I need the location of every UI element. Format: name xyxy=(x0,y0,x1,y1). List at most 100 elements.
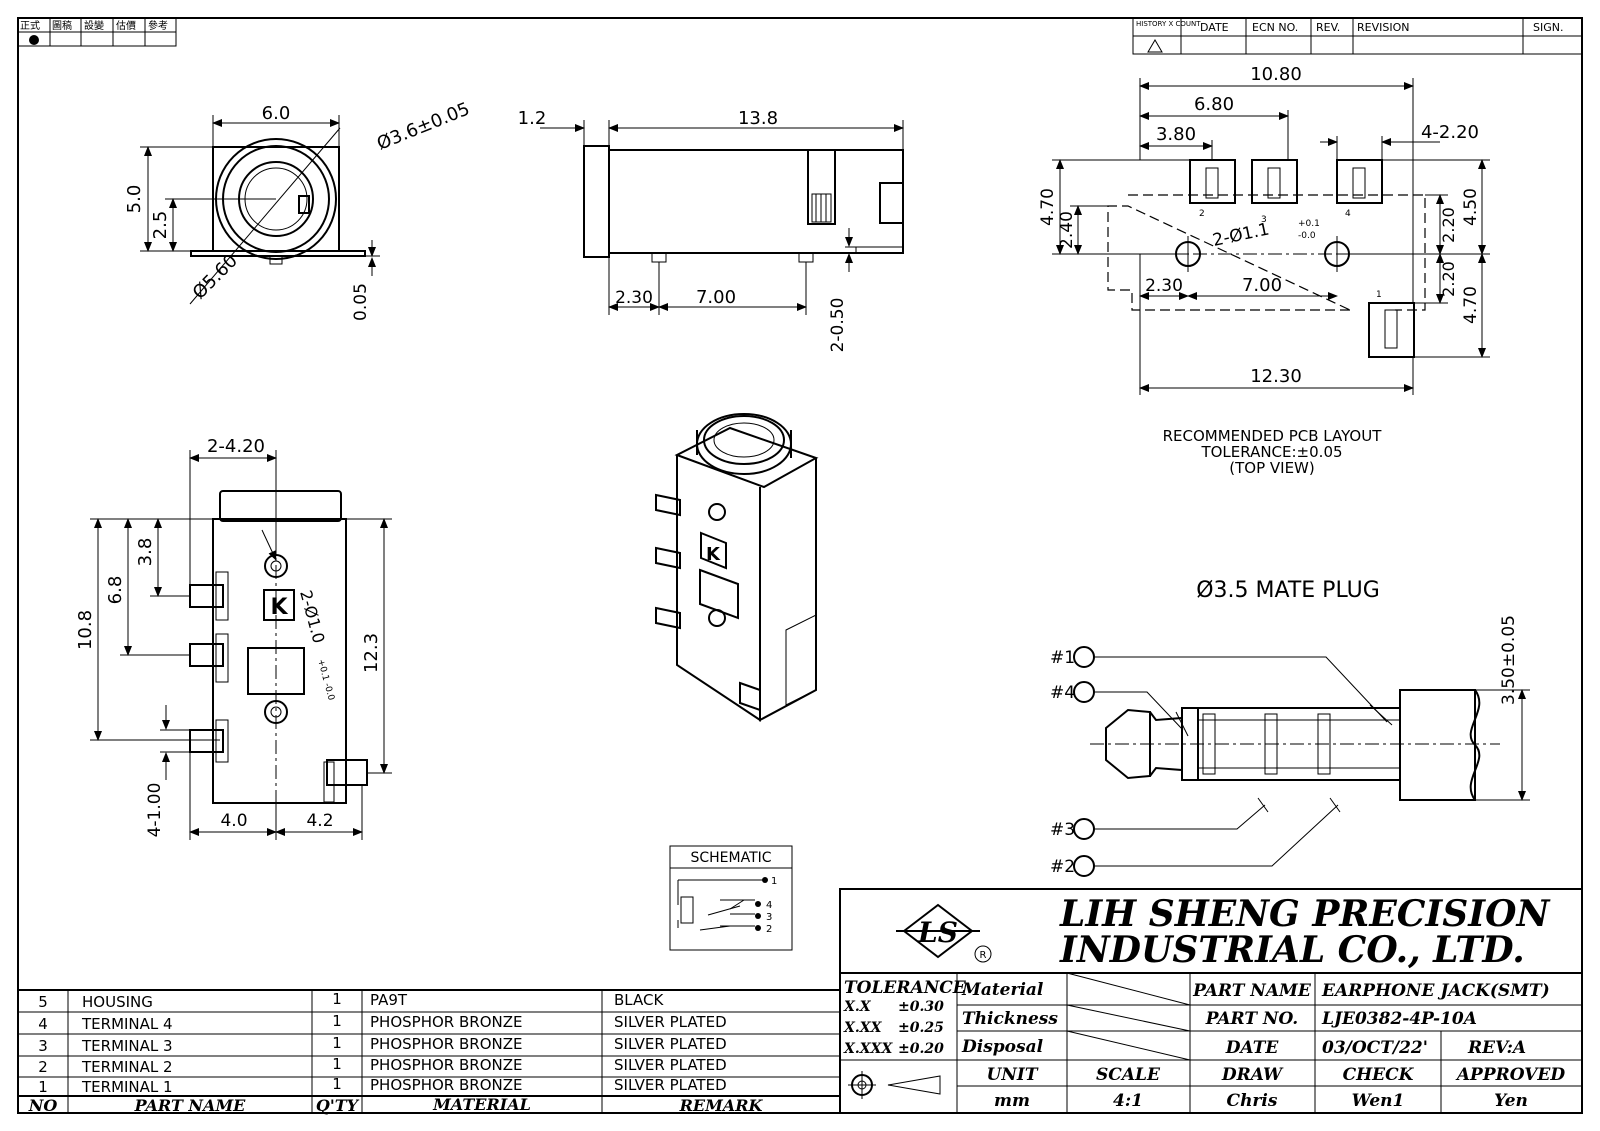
bom-qty: 1 xyxy=(332,1055,342,1073)
registered-mark-icon xyxy=(974,945,992,963)
pcb-dim-2-40: 2.40 xyxy=(1057,211,1077,249)
history-col-sign: SIGN. xyxy=(1533,21,1563,34)
bom-qty: 1 xyxy=(332,990,342,1008)
bill-of-materials: 5 HOUSING 1 PA9T BLACK 4 TERMINAL 4 1 PH… xyxy=(17,989,841,1115)
pin-4-circle xyxy=(1073,681,1095,703)
part-no-label: PART NO. xyxy=(1205,1009,1298,1029)
top-dim-6-8: 6.8 xyxy=(105,576,126,605)
part-no-value: LJE0382-4P-10A xyxy=(1321,1009,1477,1029)
bom-material: PHOSPHOR BRONZE xyxy=(370,1013,522,1031)
stamp-dot-icon xyxy=(29,35,39,45)
pcb-dim-2-20-lower: 2.20 xyxy=(1439,261,1458,297)
side-tab-dim: 2-0.50 xyxy=(828,298,848,353)
pcb-dim-12-30: 12.30 xyxy=(1250,366,1302,387)
front-view: 6.0 5.0 2.5 Ø3.6±0.05 Ø5.60 0.05 xyxy=(124,98,473,320)
tol-val-2: ±0.25 xyxy=(898,1020,944,1036)
logo-letters: LS xyxy=(917,916,958,949)
mate-plug: Ø3.5 MATE PLUG 3.50±0.05 #1 #4 #3 #2 xyxy=(1050,578,1530,877)
approved-label: APPROVED xyxy=(1455,1065,1566,1085)
top-dim-12-3: 12.3 xyxy=(361,633,382,673)
title-block: LS R LIH SHENG PRECISION INDUSTRIAL CO.,… xyxy=(839,888,1583,1114)
pcb-pad-1 xyxy=(1368,302,1415,358)
stamp-cell-3: 設變 xyxy=(84,19,104,32)
bom-no: 1 xyxy=(38,1078,48,1096)
scale-value: 4:1 xyxy=(1113,1091,1143,1111)
side-flange-dim: 1.2 xyxy=(518,108,547,129)
history-col-ecn: ECN NO. xyxy=(1252,21,1298,34)
approved-value: Yen xyxy=(1494,1091,1528,1111)
schematic-pin-2: 2 xyxy=(766,924,772,935)
disposal-label: Disposal xyxy=(961,1037,1044,1057)
top-dim-10-8: 10.8 xyxy=(75,610,96,650)
top-dim-4-0: 4.0 xyxy=(220,811,247,831)
bom-part-name: TERMINAL 4 xyxy=(81,1015,173,1033)
revision-history-table: HISTORY X COUNT DATE ECN NO. REV. REVISI… xyxy=(1132,17,1583,55)
check-value: Wen1 xyxy=(1352,1091,1405,1111)
front-inner-dia: Ø3.6±0.05 xyxy=(374,98,473,154)
schematic-pin-3: 3 xyxy=(766,912,772,923)
bom-part-name: HOUSING xyxy=(82,993,153,1011)
company-logo: LS R xyxy=(896,903,992,963)
warning-triangle-icon xyxy=(1147,39,1163,53)
pin-4-label: #4 xyxy=(1050,683,1075,703)
tol-val-3: ±0.20 xyxy=(898,1041,944,1057)
bom-qty: 1 xyxy=(332,1075,342,1093)
side-view: 1.2 13.8 2.30 7.00 2-0.50 xyxy=(518,108,904,353)
pcb-hole-callout: 2-Ø1.1 xyxy=(1211,219,1271,250)
pad-label-1: 1 xyxy=(1376,290,1382,300)
plug-title: Ø3.5 MATE PLUG xyxy=(1196,578,1380,603)
top-hole-callout: 2-Ø1.0 xyxy=(296,588,328,645)
registered-mark: R xyxy=(980,950,987,961)
top-pad-width-dim: 2-4.20 xyxy=(207,436,265,457)
bom-material: PA9T xyxy=(370,991,408,1009)
bom-row: 1 TERMINAL 1 1 PHOSPHOR BRONZE SILVER PL… xyxy=(38,1075,726,1096)
side-pin-pitch-dim: 7.00 xyxy=(696,287,736,308)
bom-part-name: TERMINAL 2 xyxy=(81,1058,173,1076)
bom-qty: 1 xyxy=(332,1012,342,1030)
pcb-dim-4-50: 4.50 xyxy=(1461,188,1481,226)
front-center-dim: 2.5 xyxy=(150,211,171,240)
bom-part-name: TERMINAL 1 xyxy=(81,1078,173,1096)
pin-3-circle xyxy=(1073,818,1095,840)
pcb-pad-3 xyxy=(1251,159,1298,204)
company-name-line1: LIH SHENG PRECISION xyxy=(1059,893,1551,935)
pad-label-2: 2 xyxy=(1199,209,1205,219)
company-name-line2: INDUSTRIAL CO., LTD. xyxy=(1059,929,1525,971)
front-width-dim: 6.0 xyxy=(262,103,291,124)
draw-label: DRAW xyxy=(1221,1065,1284,1085)
pcb-dim-2-20-upper: 2.20 xyxy=(1439,207,1458,243)
history-col-rev: REV. xyxy=(1316,21,1340,34)
bom-header-qty: Q'TY xyxy=(316,1096,360,1115)
pin-1-circle xyxy=(1073,646,1095,668)
bom-remark: BLACK xyxy=(614,991,664,1009)
top-dim-3-8: 3.8 xyxy=(135,538,156,567)
pcb-dim-7-00: 7.00 xyxy=(1242,275,1282,296)
history-col-date: DATE xyxy=(1200,21,1229,34)
projection-symbol-icon xyxy=(848,1071,941,1099)
front-height-dim: 5.0 xyxy=(124,185,145,214)
stamp-cell-4: 估價 xyxy=(116,19,136,32)
pcb-pad-width-dim: 4-2.20 xyxy=(1421,122,1479,143)
front-bottom-dim: 0.05 xyxy=(351,283,371,321)
pcb-hole-tol-minus: -0.0 xyxy=(1298,231,1316,241)
date-label: DATE xyxy=(1225,1038,1280,1058)
rev-value: REV:A xyxy=(1467,1038,1526,1058)
pcb-dim-2-30: 2.30 xyxy=(1145,276,1183,296)
stamp-cell-2: 圖稿 xyxy=(52,19,72,32)
bom-remark: SILVER PLATED xyxy=(614,1035,727,1053)
bom-remark: SILVER PLATED xyxy=(614,1076,727,1094)
pcb-caption-3: (TOP VIEW) xyxy=(1229,459,1314,477)
top-view-k-mark: K xyxy=(270,595,288,620)
front-outer-dia: Ø5.60 xyxy=(189,250,242,303)
top-dim-4-2: 4.2 xyxy=(306,811,333,831)
stamp-cell-1: 正式 xyxy=(20,19,40,32)
part-name-value: EARPHONE JACK(SMT) xyxy=(1321,981,1550,1001)
bom-no: 3 xyxy=(38,1037,48,1055)
bom-part-name: TERMINAL 3 xyxy=(81,1037,173,1055)
history-col-history: HISTORY X COUNT xyxy=(1136,20,1201,28)
pin-3-label: #3 xyxy=(1050,820,1075,840)
bom-remark: SILVER PLATED xyxy=(614,1013,727,1031)
bom-header-part-name: PART NAME xyxy=(134,1096,247,1115)
top-hole-tol: +0.1 -0.0 xyxy=(315,658,336,702)
bom-row: 5 HOUSING 1 PA9T BLACK xyxy=(38,990,664,1011)
